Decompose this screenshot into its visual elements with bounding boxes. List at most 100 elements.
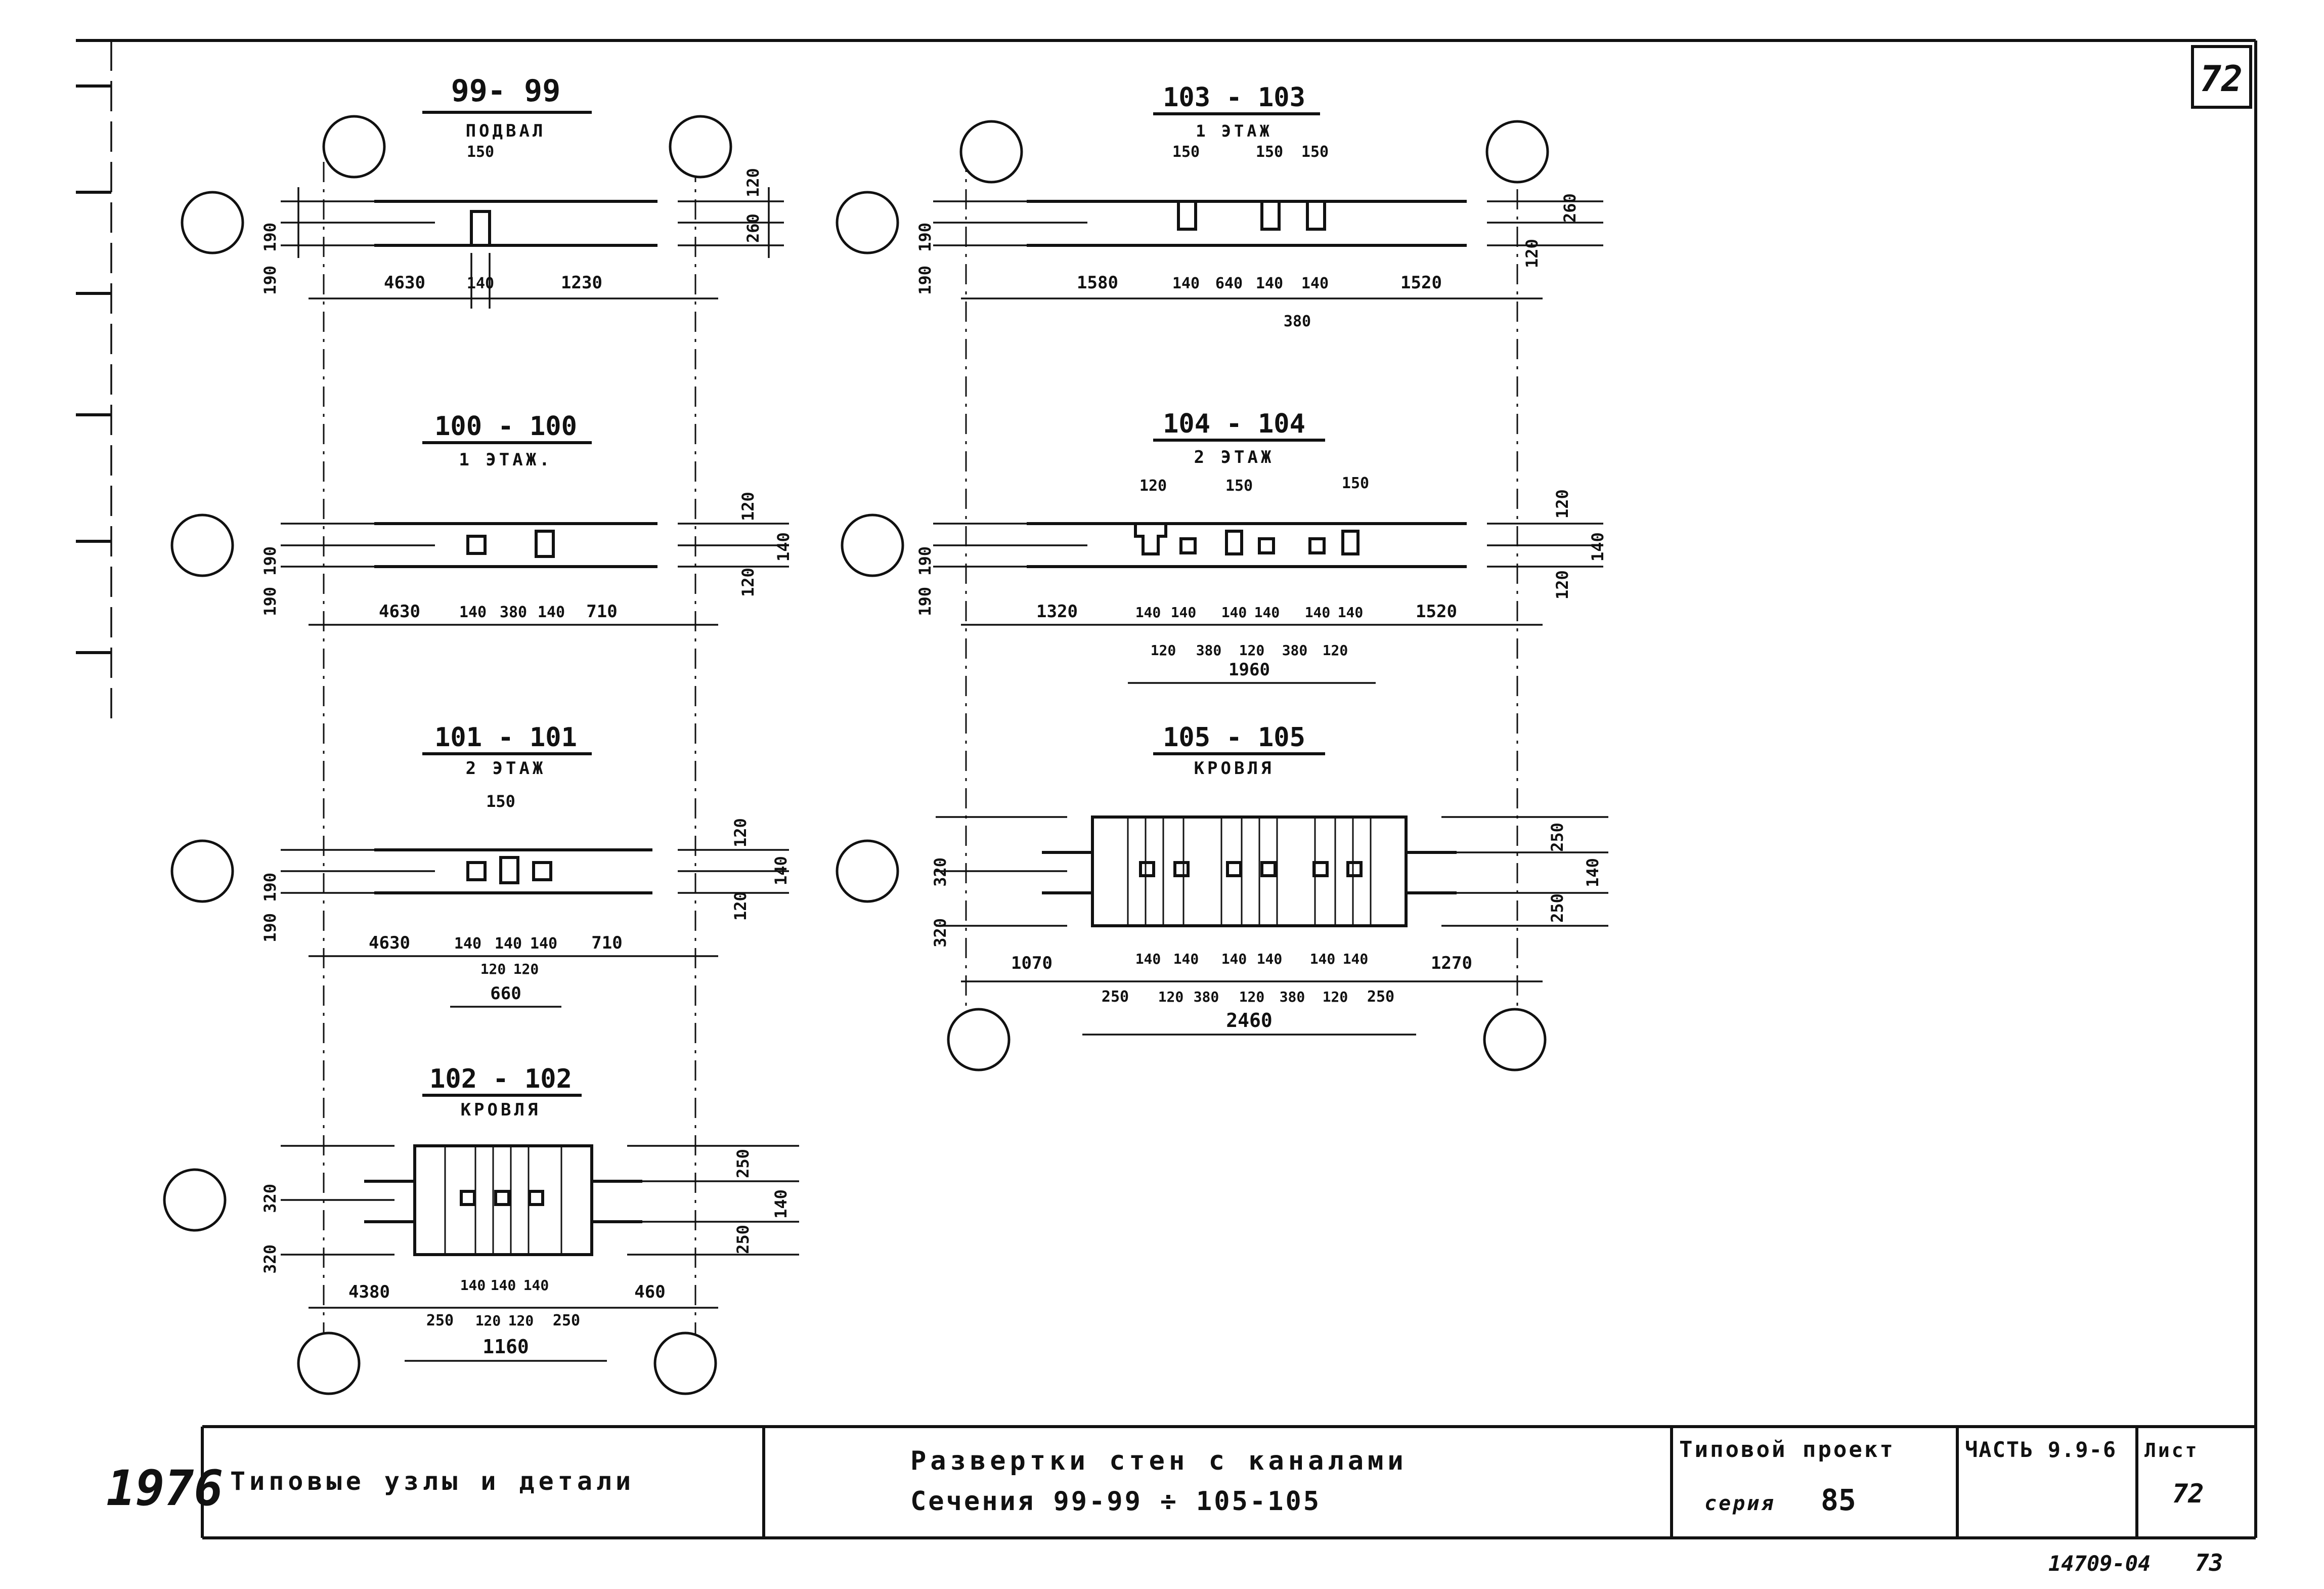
sheet-value: 72 (2172, 1479, 2204, 1509)
dim-label: 190 (915, 223, 935, 252)
dim-label: 250 (1548, 823, 1567, 852)
dim-label: 1520 (1416, 602, 1457, 622)
bottom-code: 14709-04 (2048, 1551, 2151, 1576)
dim-label: 140 (491, 1277, 516, 1294)
axis-lines-right (965, 152, 1518, 1012)
dim-label: 120 (1239, 642, 1265, 659)
dim-label: 120 (513, 961, 539, 977)
section-title: 104 - 104 (1163, 409, 1305, 439)
dim-label: 120 (475, 1312, 501, 1329)
flue-channel (470, 210, 491, 247)
dim-label: 120 (743, 168, 763, 197)
dim-label: 190 (260, 913, 280, 942)
dim-label: 710 (586, 602, 617, 622)
dim-label: 250 (733, 1225, 753, 1254)
dim-label: 140 (1257, 951, 1283, 967)
dim-label: 140 (1171, 604, 1197, 621)
axis-lines-left (323, 162, 696, 1346)
flue-channel (535, 530, 555, 558)
grid-axis-bubble (653, 1332, 717, 1395)
dim-label: 140 (495, 935, 522, 953)
flue-channel (1134, 524, 1167, 555)
dim-label: 150 (467, 143, 494, 161)
roof-stack (1091, 815, 1408, 927)
dim-label: 140 (530, 935, 557, 953)
dim-label: 150 (1225, 477, 1253, 495)
dim-label: 140 (1135, 604, 1161, 621)
dim-label: 140 (1172, 275, 1200, 292)
section-102-102: 102 - 102 КРОВЛЯ 320 320 250 140 250 438… (163, 1064, 799, 1395)
grid-axis-bubble (322, 115, 386, 179)
dim-label: 250 (733, 1149, 753, 1178)
series-value: 85 (1821, 1483, 1856, 1517)
title-block (762, 1427, 2138, 1538)
dim-label: 190 (260, 223, 280, 252)
dim-label: 4630 (384, 273, 425, 293)
section-105-105: 105 - 105 КРОВЛЯ 320 320 250 140 250 107… (836, 722, 1608, 1071)
dim-label: 250 (553, 1312, 580, 1329)
section-subtitle: 2 ЭТАЖ (1194, 447, 1275, 467)
grid-axis-bubble (669, 115, 732, 179)
dim-label: 640 (1215, 275, 1243, 292)
dim-label: 1520 (1400, 273, 1442, 293)
dim-label: 120 (1522, 239, 1542, 268)
grid-axis-bubble (947, 1008, 1011, 1071)
section-title: 103 - 103 (1163, 82, 1305, 113)
drawing-title-line2: Сечения 99-99 ÷ 105-105 (910, 1486, 1321, 1517)
dim-label: 320 (931, 857, 950, 887)
dim-label: 120 (508, 1312, 534, 1329)
dim-label: 2460 (1226, 1009, 1273, 1032)
grid-axis-bubble (841, 513, 904, 577)
section-subtitle: КРОВЛЯ (461, 1100, 541, 1120)
flue-channel (466, 861, 487, 881)
dim-label: 140 (1173, 951, 1199, 967)
dim-label: 120 (1239, 989, 1265, 1005)
dim-label: 250 (426, 1312, 454, 1329)
bottom-page-number: 73 (2195, 1549, 2223, 1576)
grid-axis-bubble (170, 513, 234, 577)
dim-label: 320 (260, 1184, 280, 1213)
flue-channel (499, 856, 519, 884)
dim-label: 140 (1305, 604, 1331, 621)
flue-channel (1341, 530, 1360, 555)
dim-label: 380 (1280, 989, 1305, 1005)
section-title: 105 - 105 (1163, 722, 1305, 753)
section-subtitle: ПОДВАЛ (466, 121, 546, 141)
grid-axis-bubble (1485, 120, 1549, 184)
flue-channel (466, 535, 487, 555)
flue-channel (1260, 861, 1277, 877)
flue-channel (460, 1190, 476, 1206)
dim-label: 120 (738, 492, 758, 521)
dim-label: 140 (538, 604, 565, 621)
dim-label: 140 (454, 935, 481, 953)
section-subtitle: КРОВЛЯ (1194, 758, 1275, 779)
dim-label: 250 (1102, 988, 1129, 1006)
dim-label: 140 (523, 1277, 549, 1294)
dim-label: 190 (260, 266, 280, 295)
dim-label: 460 (634, 1282, 665, 1302)
dim-label: 1580 (1077, 273, 1118, 293)
dim-label: 1160 (483, 1336, 529, 1358)
dim-label: 380 (1284, 313, 1311, 330)
dim-label: 140 (1135, 951, 1161, 967)
grid-axis-bubble (836, 191, 899, 254)
dim-label: 140 (771, 1189, 791, 1219)
drawing-title-line1: Развертки стен с каналами (910, 1446, 1408, 1476)
dim-label: 140 (1583, 858, 1602, 887)
flue-channel (1139, 861, 1155, 877)
flue-channel (1225, 530, 1243, 555)
dim-label: 1270 (1431, 953, 1472, 973)
grid-axis-bubble (297, 1332, 361, 1395)
dim-label: 120 (738, 568, 758, 597)
flue-channel (1346, 861, 1363, 877)
grid-axis-bubble (163, 1168, 227, 1232)
section-subtitle: 1 ЭТАЖ (1196, 121, 1273, 141)
grid-axis-bubble (170, 839, 234, 903)
dim-label: 190 (915, 546, 935, 576)
group-title: Типовые узлы и детали (230, 1467, 635, 1496)
dim-label: 150 (1256, 143, 1283, 161)
sheet-label: Лист (2144, 1439, 2199, 1462)
dim-label: 120 (1151, 642, 1176, 659)
dim-label: 120 (1139, 477, 1167, 495)
